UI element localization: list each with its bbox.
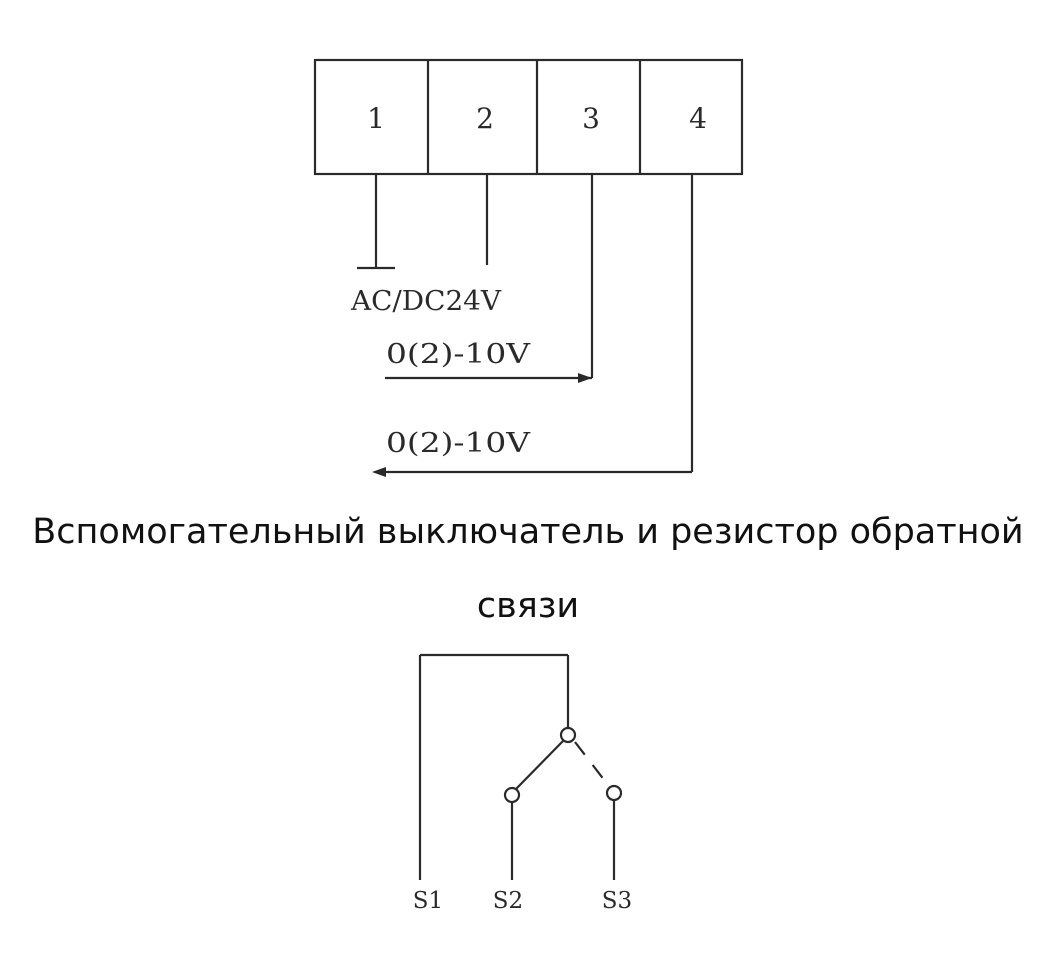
alt-position-dash [574,741,609,786]
common-contact [559,726,577,744]
terminal-block [313,58,744,176]
switch-blade [515,740,564,790]
s2-contact [503,786,521,804]
input-signal-label: 0(2)-10V [386,339,531,370]
s3-contact [605,784,623,802]
output-arrow-head [372,467,386,477]
s1-label: S1 [413,888,443,914]
output-signal-label: 0(2)-10V [386,428,531,459]
caption-line-1: Вспомогательный выключатель и резистор о… [32,512,1024,552]
terminal-1-label: 1 [367,102,385,135]
s3-label: S3 [602,888,632,914]
caption-line-2: связи [476,586,580,626]
power-label: AC/DC24V [350,286,502,317]
terminal-4-label: 4 [689,102,707,135]
terminal-3-label: 3 [582,102,600,135]
input-arrow-head [578,373,592,383]
s2-label: S2 [493,888,523,914]
terminal-2-label: 2 [476,102,494,135]
